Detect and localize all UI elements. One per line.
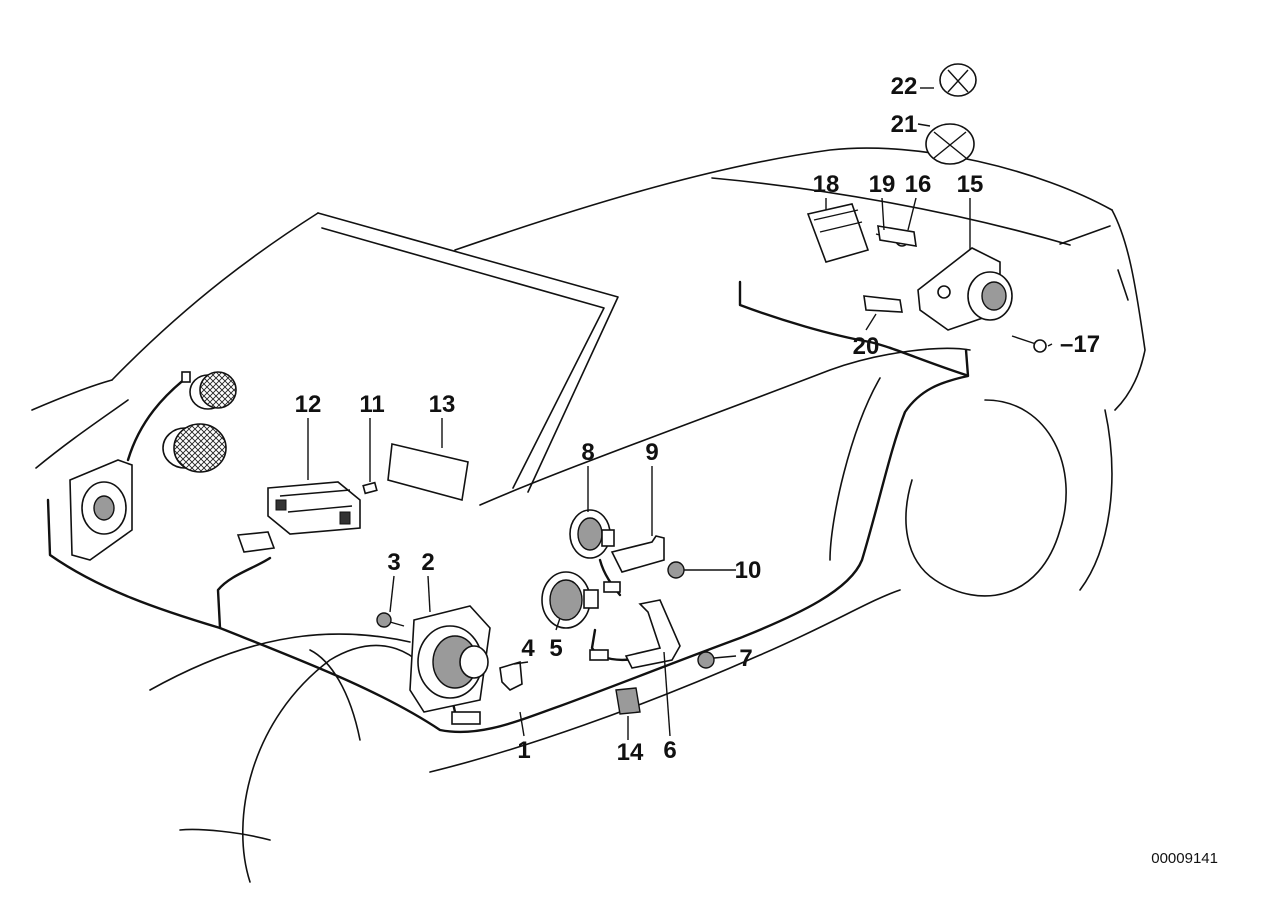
part-21-speaker-grille (925, 123, 975, 165)
callout-17-number: 17 (1073, 331, 1100, 358)
callout-15: 15 (957, 171, 984, 198)
part-8-midrange-speaker (569, 509, 621, 593)
part-22-speaker-cover (939, 63, 977, 97)
callout-6: 6 (663, 737, 676, 764)
callout-9: 9 (645, 439, 658, 466)
part-11-clip (362, 481, 378, 495)
part-2-door-speaker (409, 605, 491, 725)
callout-14: 14 (617, 739, 644, 766)
callout-2: 2 (421, 549, 434, 576)
callout-18: 18 (813, 171, 840, 198)
part-18-amplifier-module (806, 203, 870, 263)
part-6-bracket (624, 599, 681, 669)
part-16-expanding-nut (877, 225, 917, 247)
part-20-expanding-nut (863, 295, 903, 313)
car-body-outline (31, 147, 1146, 883)
callout-leader-lines (307, 87, 1053, 740)
document-number: 00009141 (1151, 850, 1218, 867)
callout-7: 7 (739, 645, 752, 672)
callout-1: 1 (517, 737, 530, 764)
callout-8: 8 (581, 439, 594, 466)
callout-16: 16 (905, 171, 932, 198)
callout-labels: 1 2 3 4 5 6 7 8 9 10 11 12 13 14 15 16 –… (295, 73, 1100, 766)
part-10-nut (667, 561, 685, 579)
callout-11: 11 (359, 391, 384, 418)
part-12-radio-mounting-frame (267, 481, 361, 535)
part-14-cover-clip (615, 687, 641, 715)
callout-22: 22 (891, 73, 918, 100)
part-5-midrange-speaker (541, 571, 609, 661)
part-13-antenna-amplifier-pad (387, 443, 469, 502)
wiring-harness (46, 280, 970, 734)
part-3-screw (376, 612, 405, 628)
callout-12: 12 (295, 391, 322, 418)
callout-20: 20 (853, 333, 880, 360)
callout-4: 4 (521, 635, 535, 662)
part-4-expanding-rivet (499, 660, 523, 691)
part-9-speaker-bracket (610, 535, 665, 573)
callout-21: 21 (891, 111, 918, 138)
callout-13: 13 (429, 391, 456, 418)
left-door-speaker-group (69, 371, 276, 561)
callout-19: 19 (869, 171, 896, 198)
callout-5: 5 (549, 635, 562, 662)
part-7-nut (697, 651, 715, 669)
callout-17: –17 (1060, 331, 1100, 358)
part-15-rear-speaker (917, 247, 1013, 331)
callout-3: 3 (387, 549, 400, 576)
part-17-screw (1011, 335, 1047, 353)
callout-10: 10 (735, 557, 762, 584)
